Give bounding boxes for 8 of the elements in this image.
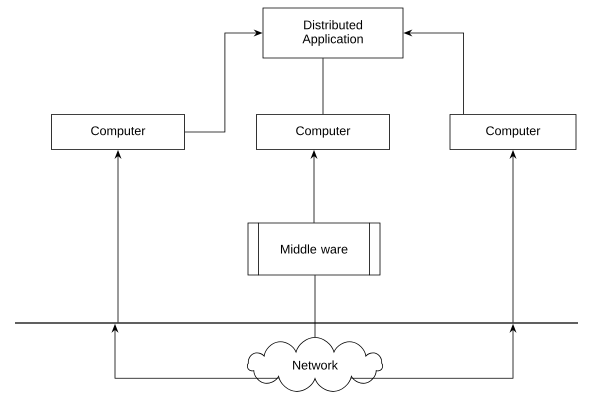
computer-box: Computer [51, 114, 185, 150]
network-cloud: Network [246, 337, 384, 392]
application-box: Distributed Application [262, 8, 404, 58]
connector-line [322, 58, 324, 114]
connector-line [314, 275, 316, 338]
computer-box: Computer [256, 114, 390, 150]
computer-box: Computer [450, 114, 576, 150]
middleware-box: Middle ware [248, 222, 380, 276]
